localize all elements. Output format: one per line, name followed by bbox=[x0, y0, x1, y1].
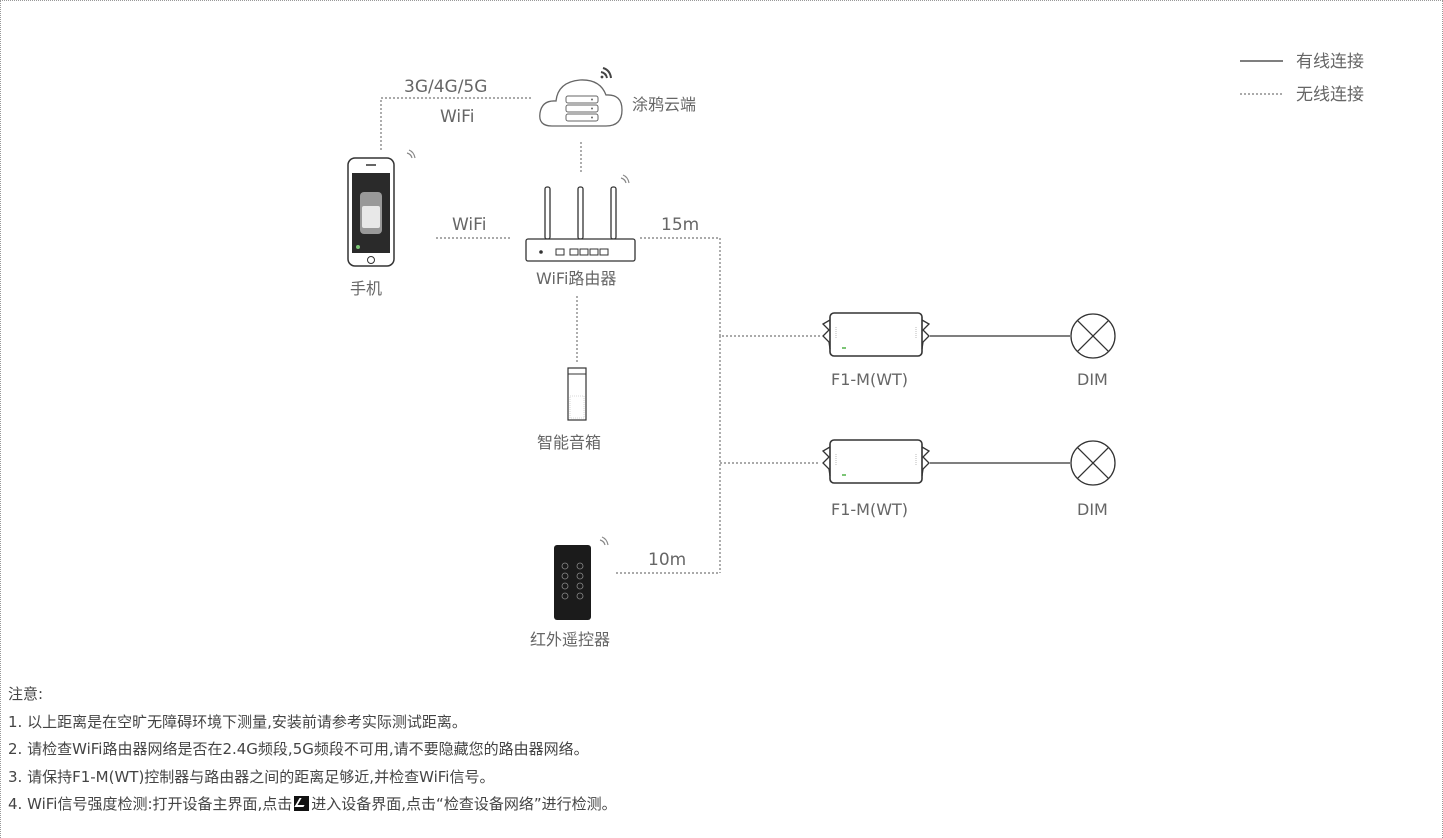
wifi-top-label: WiFi bbox=[440, 107, 474, 127]
wifi-mid-label: WiFi bbox=[452, 215, 486, 235]
note-line-3: 3. 请保持F1-M(WT)控制器与路由器之间的距离足够近,并检查WiFi信号。 bbox=[8, 767, 495, 786]
device1-label: F1-M(WT) bbox=[831, 370, 908, 389]
f1-controller-icon-2 bbox=[821, 439, 931, 484]
dim1-label: DIM bbox=[1077, 370, 1108, 389]
note-line-4-part-b: 进入设备界面,点击“检查设备网络”进行检测。 bbox=[311, 795, 617, 813]
dist-10-label: 10m bbox=[648, 550, 686, 570]
dim-lamp-icon-2 bbox=[1070, 440, 1116, 486]
router-signal-icon bbox=[620, 174, 630, 184]
smart-speaker-icon bbox=[567, 367, 587, 421]
phone-icon bbox=[347, 157, 395, 267]
legend-wireless-label: 无线连接 bbox=[1296, 85, 1364, 105]
f1-controller-icon-1 bbox=[821, 312, 931, 357]
dim-lamp-icon-1 bbox=[1070, 313, 1116, 359]
cloud-signal-icon bbox=[600, 67, 612, 79]
phone-signal-icon bbox=[406, 149, 416, 159]
router-devices-connection bbox=[640, 237, 820, 337]
dim2-label: DIM bbox=[1077, 500, 1108, 519]
notes-section: 注意: 1. 以上距离是在空旷无障碍环境下测量,安装前请参考实际测试距离。 2.… bbox=[8, 681, 617, 819]
remote-signal-icon bbox=[599, 536, 609, 546]
legend-wired-label: 有线连接 bbox=[1296, 52, 1364, 72]
note-line-4-part-a: 4. WiFi信号强度检测:打开设备主界面,点击 bbox=[8, 795, 293, 813]
notes-title: 注意: bbox=[8, 685, 44, 703]
router-label: WiFi路由器 bbox=[536, 269, 616, 288]
speaker-label: 智能音箱 bbox=[537, 433, 601, 452]
router-icon bbox=[525, 186, 636, 262]
note-line-1: 1. 以上距离是在空旷无障碍环境下测量,安装前请参考实际测试距离。 bbox=[8, 712, 467, 731]
note-line-4: 4. WiFi信号强度检测:打开设备主界面,点击进入设备界面,点击“检查设备网络… bbox=[8, 791, 617, 819]
cellular-label: 3G/4G/5G bbox=[404, 77, 487, 97]
phone-label: 手机 bbox=[350, 279, 382, 298]
dist-15-label: 15m bbox=[661, 215, 699, 235]
edit-icon bbox=[294, 796, 310, 811]
cloud-icon bbox=[539, 79, 623, 127]
phone-cloud-connection bbox=[380, 97, 531, 150]
cloud-label: 涂鸦云端 bbox=[632, 95, 696, 114]
note-line-2: 2. 请检查WiFi路由器网络是否在2.4G频段,5G频段不可用,请不要隐藏您的… bbox=[8, 740, 589, 758]
remote-label: 红外遥控器 bbox=[530, 630, 610, 649]
device2-label: F1-M(WT) bbox=[831, 500, 908, 519]
ir-remote-icon bbox=[554, 545, 591, 620]
